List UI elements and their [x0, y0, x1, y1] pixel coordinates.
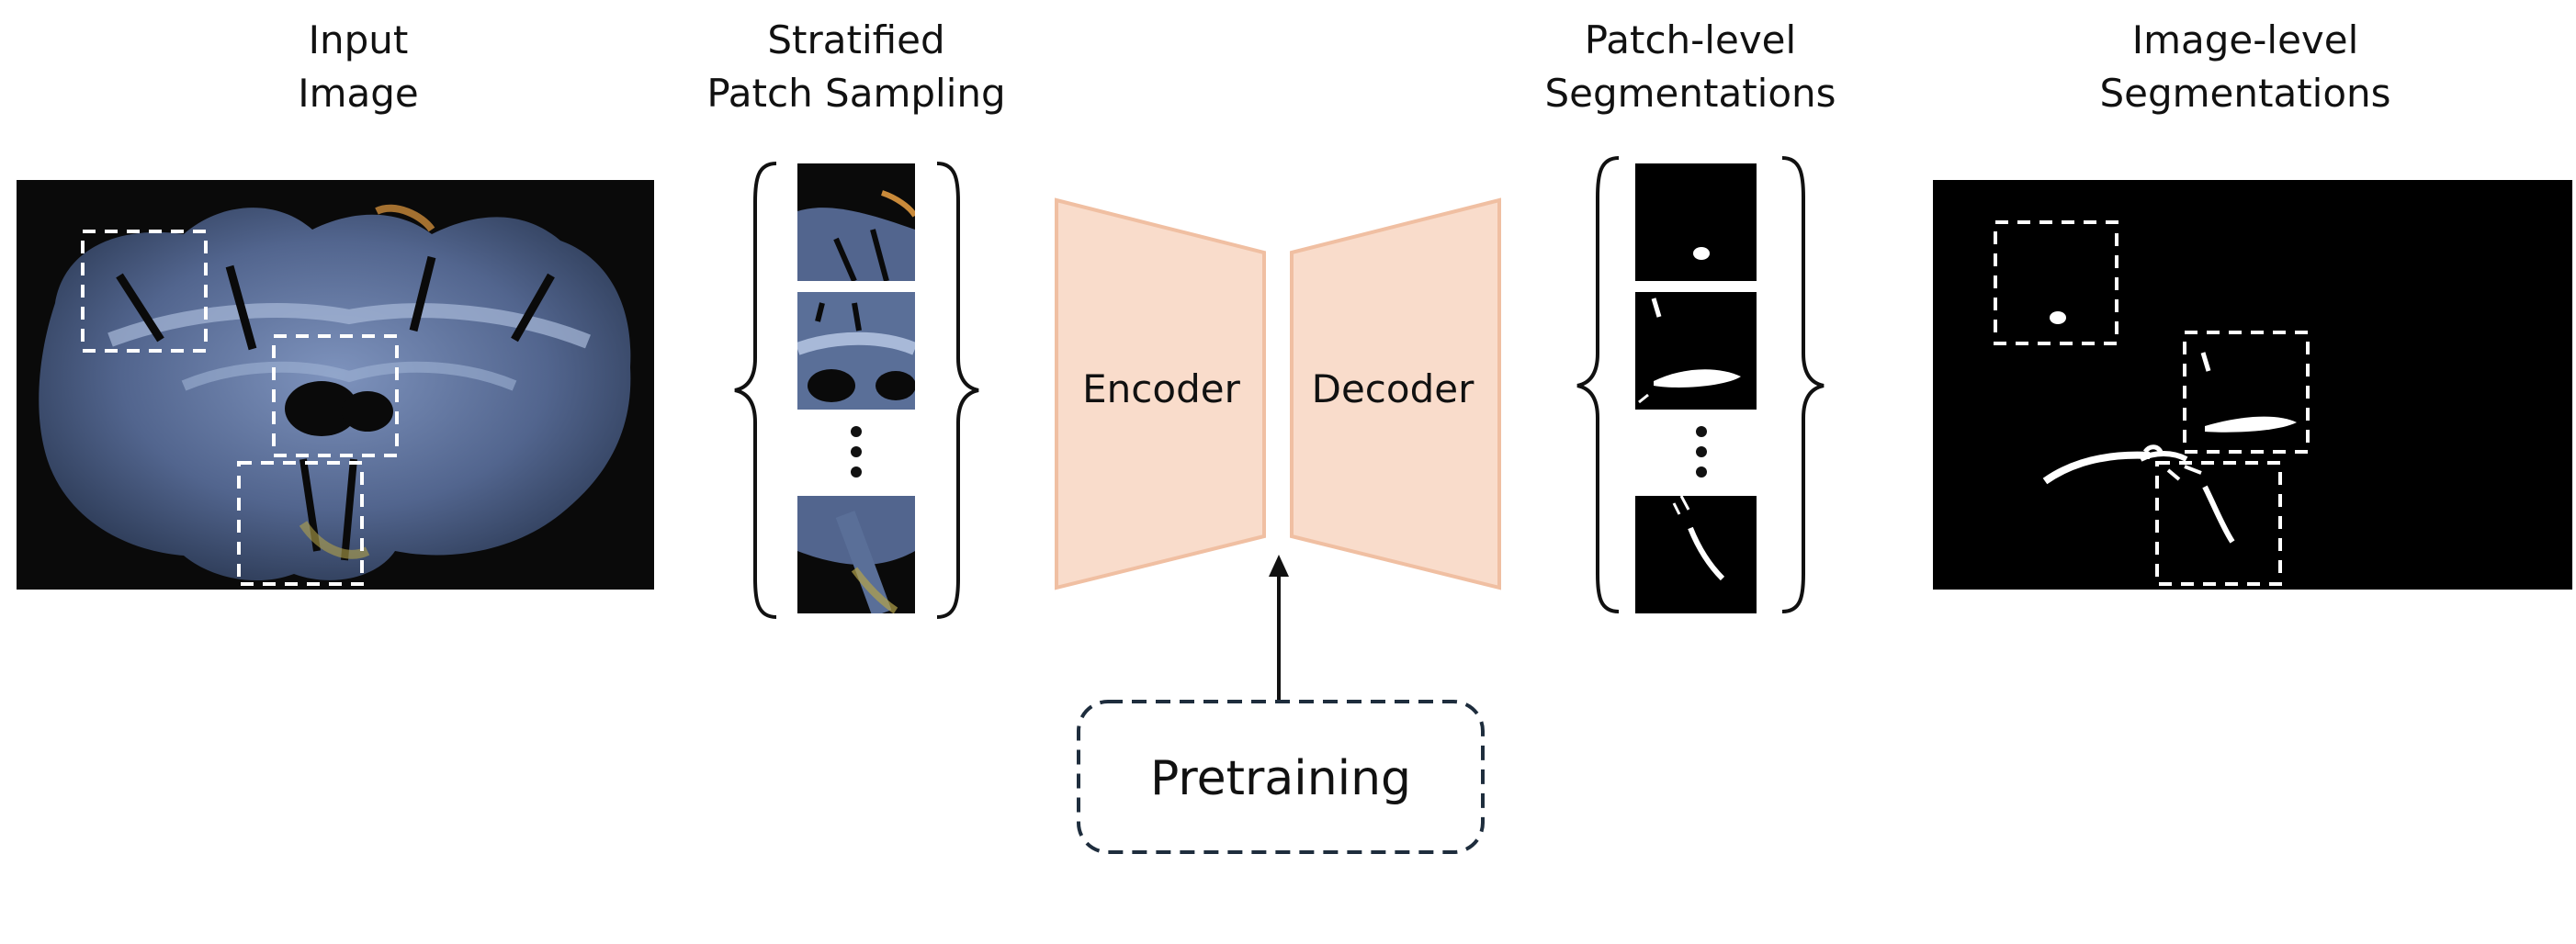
segmentation-patch-stack: [1576, 156, 1825, 613]
encoder-label: Encoder: [1082, 366, 1240, 411]
seg-ellipsis-dots: [1696, 426, 1707, 478]
ellipsis-dots: [851, 426, 862, 478]
seg-dashed-box-2: [2183, 331, 2310, 454]
left-brace: [734, 162, 777, 619]
patch-2: [797, 292, 915, 410]
decoder-block: Decoder: [1290, 197, 1501, 590]
pretraining-box: Pretraining: [1077, 700, 1485, 854]
seg-patch-3: [1635, 495, 1757, 613]
title-patchseg-line1: Patch-level: [1585, 17, 1796, 62]
seg-dashed-box-1: [1994, 220, 2118, 345]
title-imgseg-line2: Segmentations: [2099, 71, 2390, 116]
title-patch-segmentations: Patch-level Segmentations: [1544, 17, 1836, 116]
seg-right-brace: [1781, 156, 1825, 613]
title-patch-line1: Stratified: [767, 17, 944, 62]
dashed-box-2: [272, 334, 399, 457]
seg-dashed-box-3: [2155, 461, 2282, 586]
seg-left-brace: [1576, 156, 1620, 613]
title-image-segmentations: Image-level Segmentations: [2099, 17, 2390, 116]
title-imgseg-line1: Image-level: [2132, 17, 2359, 62]
title-patch-sampling: Stratified Patch Sampling: [706, 17, 1005, 116]
encoder-block: Encoder: [1055, 197, 1266, 590]
title-patchseg-line2: Segmentations: [1544, 71, 1836, 116]
brain-tissue: [39, 204, 631, 581]
seg-patch-1: [1635, 163, 1757, 281]
patch-stack: [734, 162, 979, 619]
right-brace: [936, 162, 979, 619]
decoder-label: Decoder: [1312, 366, 1474, 411]
pretraining-arrow: [1269, 555, 1289, 700]
dashed-box-1: [81, 230, 208, 353]
seg-patch-2: [1635, 292, 1757, 410]
pretraining-label: Pretraining: [1150, 751, 1411, 806]
patch-3: [797, 496, 915, 613]
patch-1: [797, 163, 915, 281]
title-input-line1: Input: [309, 17, 409, 62]
title-patch-line2: Patch Sampling: [706, 71, 1005, 116]
input-image: [17, 180, 654, 590]
segmentation-mask: [2042, 311, 2297, 544]
dashed-box-3: [237, 461, 364, 586]
title-input-line2: Image: [298, 71, 419, 116]
image-segmentation: [1933, 180, 2572, 590]
title-input-image: Input Image: [298, 17, 419, 116]
